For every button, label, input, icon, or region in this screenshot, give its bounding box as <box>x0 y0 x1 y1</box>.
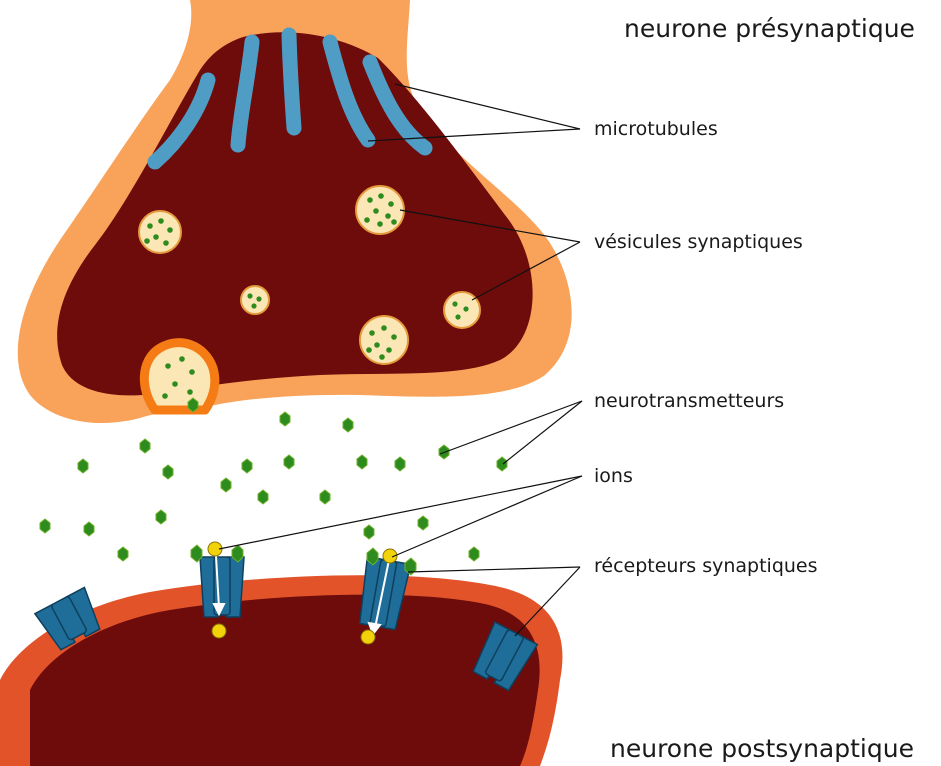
neurotransmitter <box>221 478 231 492</box>
label-neurotransmitters: neurotransmetteurs <box>594 390 784 412</box>
neurotransmitter <box>418 516 428 530</box>
neurotransmitter <box>156 510 166 524</box>
neurotransmitter <box>469 547 479 561</box>
neurotransmitter <box>357 455 367 469</box>
synaptic-vesicle <box>444 292 480 328</box>
ion <box>212 624 226 638</box>
neurotransmitter <box>258 490 268 504</box>
synaptic-vesicle <box>241 286 269 314</box>
neurotransmitter <box>343 418 353 432</box>
synaptic-vesicle <box>139 211 181 253</box>
neurotransmitter <box>84 522 94 536</box>
microtubule <box>289 35 294 128</box>
neurotransmitter <box>78 459 88 473</box>
neurotransmitter <box>40 519 50 533</box>
fusing-vesicle <box>144 343 215 410</box>
label-postsynaptic-neuron: neurone postsynaptique <box>610 734 914 763</box>
label-synaptic-vesicles: vésicules synaptiques <box>594 231 803 253</box>
neurotransmitter <box>163 465 173 479</box>
label-ions: ions <box>594 465 633 487</box>
neurotransmitter <box>140 439 150 453</box>
label-presynaptic-neuron: neurone présynaptique <box>624 14 915 43</box>
synaptic-vesicle <box>356 186 404 234</box>
label-microtubules: microtubules <box>594 118 718 140</box>
neurotransmitters <box>40 398 507 575</box>
neurotransmitter <box>118 547 128 561</box>
label-synaptic-receptors: récepteurs synaptiques <box>594 555 818 577</box>
neurotransmitter <box>497 457 507 471</box>
ion <box>361 630 375 644</box>
neurotransmitter <box>395 457 405 471</box>
neurotransmitter <box>364 525 374 539</box>
neurotransmitter <box>284 455 294 469</box>
neurotransmitter <box>280 412 290 426</box>
neurotransmitter <box>242 459 252 473</box>
neurotransmitter <box>320 490 330 504</box>
